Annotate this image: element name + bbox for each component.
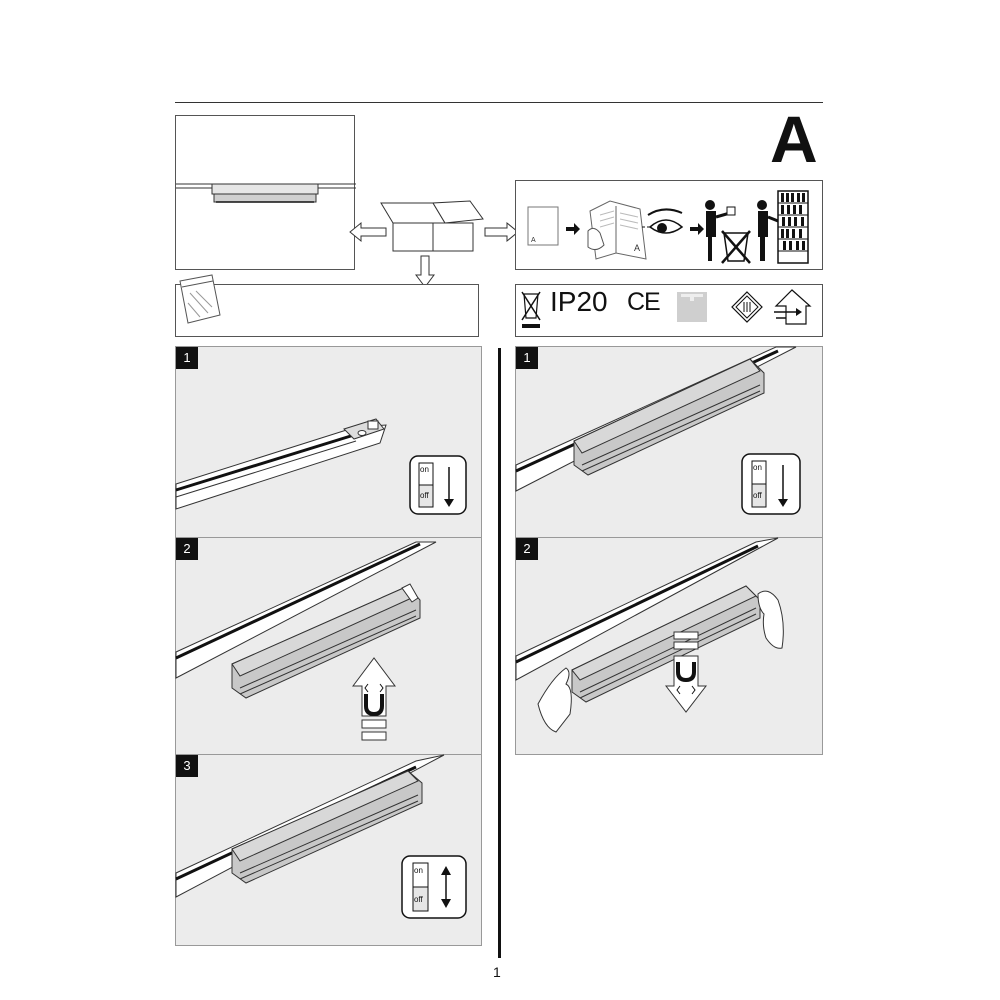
switch-off-label: off bbox=[753, 491, 763, 500]
person-icon-2 bbox=[757, 200, 767, 210]
luminaire-on-track-illustration bbox=[176, 183, 356, 203]
left-step-3-panel: 3 on off bbox=[175, 754, 482, 946]
step-number: 3 bbox=[176, 755, 198, 777]
read-instructions-box: A A bbox=[515, 180, 823, 270]
accessory-bag-icon bbox=[179, 274, 221, 324]
luminaire-attach-illustration bbox=[175, 541, 437, 741]
magnet-up-arrow-icon bbox=[352, 657, 396, 717]
top-rule bbox=[175, 102, 823, 103]
indoor-use-icon bbox=[774, 289, 812, 325]
flow-arrow-icon bbox=[566, 223, 580, 235]
accessories-box bbox=[175, 274, 479, 337]
no-cover-icon bbox=[677, 292, 707, 322]
switch-off-icon-right: on off bbox=[741, 453, 801, 515]
step-number: 2 bbox=[176, 538, 198, 560]
protection-class-icon bbox=[731, 291, 763, 323]
step-number: 1 bbox=[516, 347, 538, 369]
hand-left-icon bbox=[537, 667, 572, 733]
hand-right-icon bbox=[757, 590, 784, 649]
ip20-rating: IP20 bbox=[550, 286, 608, 317]
column-divider bbox=[498, 348, 501, 958]
switch-on-label: on bbox=[420, 465, 429, 474]
arrow-left-icon bbox=[349, 221, 387, 243]
right-step-2-panel: 2 bbox=[515, 537, 823, 755]
right-step-1-panel: 1 on off bbox=[515, 346, 823, 538]
person-icon bbox=[705, 200, 715, 210]
open-box-icon bbox=[380, 200, 484, 252]
section-letter: A bbox=[770, 102, 818, 176]
switch-off-icon: on off bbox=[409, 455, 467, 515]
symbols-box bbox=[515, 284, 823, 337]
switch-off-label: off bbox=[420, 491, 430, 500]
leaflet-letter: A bbox=[634, 243, 640, 253]
hand-icon bbox=[587, 227, 605, 251]
luminaire-on-track-illustration-right bbox=[515, 346, 797, 492]
switch-toggle-icon: on off bbox=[401, 855, 467, 919]
left-step-2-panel: 2 bbox=[175, 537, 482, 755]
magnet-down-arrow-icon bbox=[664, 655, 708, 713]
track-end-illustration bbox=[175, 418, 387, 510]
leaflet-icon bbox=[527, 206, 559, 246]
weee-crossed-bin-icon bbox=[521, 291, 541, 328]
instruction-flow-illustration: A A bbox=[527, 190, 809, 264]
page-number: 1 bbox=[493, 964, 501, 980]
package-product-box bbox=[175, 115, 356, 270]
arrow-right-icon bbox=[484, 221, 519, 243]
luminaire-remove-illustration bbox=[515, 537, 784, 733]
left-step-1-panel: 1 on off bbox=[175, 346, 482, 538]
luminaire-installed-illustration bbox=[175, 754, 445, 898]
arrow-down-icon bbox=[415, 255, 435, 288]
switch-off-label: off bbox=[414, 895, 424, 904]
flow-arrow-icon-2 bbox=[690, 223, 704, 235]
step-number: 2 bbox=[516, 538, 538, 560]
step-number: 1 bbox=[176, 347, 198, 369]
switch-on-label: on bbox=[414, 866, 423, 875]
switch-on-label: on bbox=[753, 463, 762, 472]
leaflet-page-marker: A bbox=[531, 237, 536, 244]
ce-mark: CE bbox=[627, 288, 661, 316]
